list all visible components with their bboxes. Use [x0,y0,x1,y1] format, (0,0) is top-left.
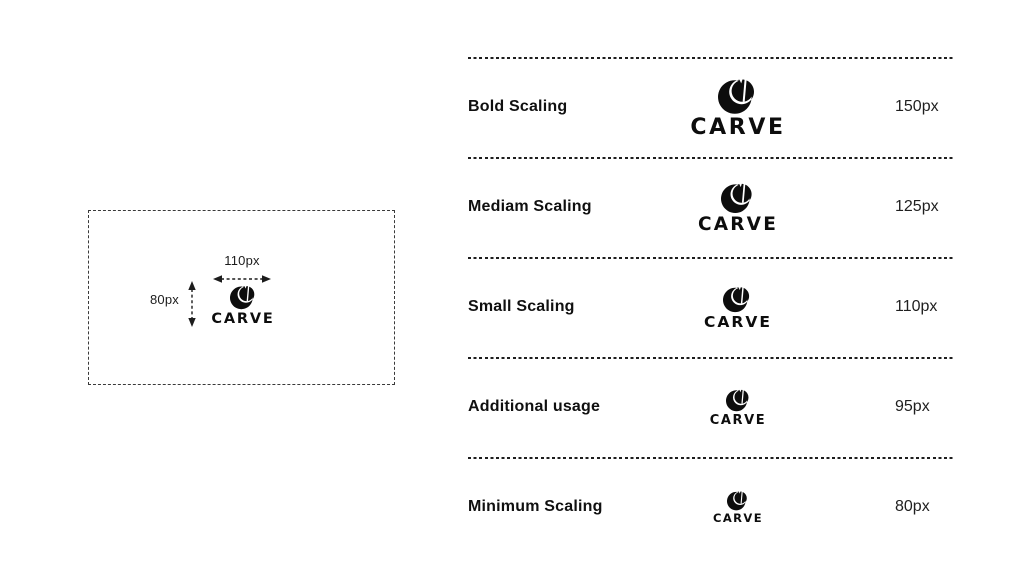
scaling-row-size-value: 110px [895,298,938,315]
carve-logo-lockup: CARVE [704,284,772,331]
carve-wordmark: CARVE [690,115,786,140]
scaling-row-size-value: 95px [895,398,930,415]
carve-logo-lockup: CARVE [713,489,763,525]
carve-wordmark: CARVE [709,413,767,428]
carve-logo-lockup: CARVE [710,387,767,427]
scaling-table-row: Mediam Scaling CARVE 125px [468,157,955,257]
carve-wordmark: CARVE [704,312,772,331]
carve-logo-lockup: CARVE [698,180,778,235]
carve-mark-icon [727,489,749,511]
scaling-row-label: Mediam Scaling [468,198,592,215]
carve-logo: CARVE [608,489,868,525]
logo-width-dimension-label: 110px [224,253,260,268]
logo-scaling-table: Bold Scaling CARVE 150px Mediam Scaling … [468,57,955,557]
scaling-row-label: Minimum Scaling [468,498,603,515]
scaling-row-size-value: 150px [895,98,939,115]
carve-logo-reference: CARVE [211,283,275,327]
scaling-row-size-value: 125px [895,198,939,215]
scaling-table-row: Minimum Scaling CARVE 80px [468,457,955,557]
width-arrow-icon [213,275,271,283]
height-arrow-icon [188,281,196,327]
logo-height-dimension-label: 80px [150,292,179,307]
scaling-row-label: Bold Scaling [468,98,568,115]
carve-logo: CARVE [608,387,868,427]
carve-logo: CARVE [608,284,868,331]
clearspace-artboard: 110px 80px CARVE [88,210,395,385]
carve-mark-icon [721,180,755,214]
carve-logo: CARVE [608,75,868,139]
scaling-row-label: Additional usage [468,398,601,415]
carve-mark-icon [726,387,751,412]
carve-logo: CARVE [608,180,868,235]
carve-wordmark: CARVE [211,311,275,327]
scaling-table-row: Bold Scaling CARVE 150px [468,57,955,157]
scaling-row-label: Small Scaling [468,298,575,315]
carve-mark-icon [723,284,752,313]
carve-logo-lockup: CARVE [690,75,785,139]
carve-mark-icon [718,75,758,115]
carve-wordmark: CARVE [697,213,779,235]
carve-wordmark: CARVE [713,511,763,526]
scaling-row-size-value: 80px [895,498,930,515]
scaling-table-row: Additional usage CARVE 95px [468,357,955,457]
carve-mark-icon [230,283,257,310]
scaling-table-row: Small Scaling CARVE 110px [468,257,955,357]
